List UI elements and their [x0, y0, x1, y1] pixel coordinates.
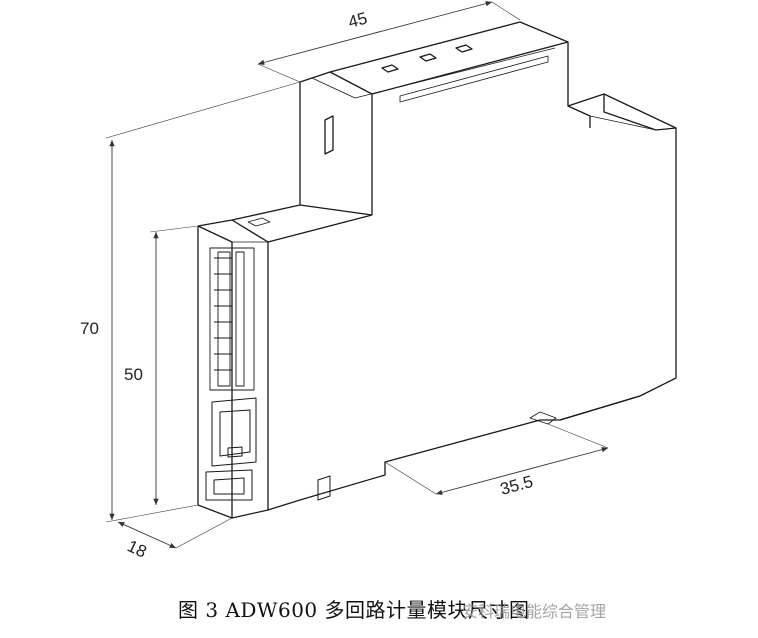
led-window-3	[455, 44, 473, 53]
module-body	[197, 21, 677, 519]
side-face	[267, 214, 641, 511]
rj45-port	[211, 397, 257, 467]
din-clip	[205, 469, 331, 501]
figure-caption: 图 3 ADW600 多回路计量模块尺寸图 安科瑞电能综合管理	[0, 592, 758, 624]
dim-label-45: 45	[346, 9, 369, 32]
dim-label-18: 18	[124, 536, 149, 561]
dim-label-70: 70	[80, 319, 99, 338]
caption-text: 图 3 ADW600 多回路计量模块尺寸图	[178, 598, 530, 622]
dimension-lines	[105, 1, 609, 549]
watermark-text: 安科瑞电能综合管理	[462, 602, 607, 621]
top-housing	[299, 21, 677, 421]
led-window-2	[419, 53, 437, 62]
dim-label-50: 50	[124, 365, 143, 384]
front-face	[197, 219, 269, 519]
terminal-block	[209, 247, 255, 391]
led-window-1	[381, 64, 399, 73]
